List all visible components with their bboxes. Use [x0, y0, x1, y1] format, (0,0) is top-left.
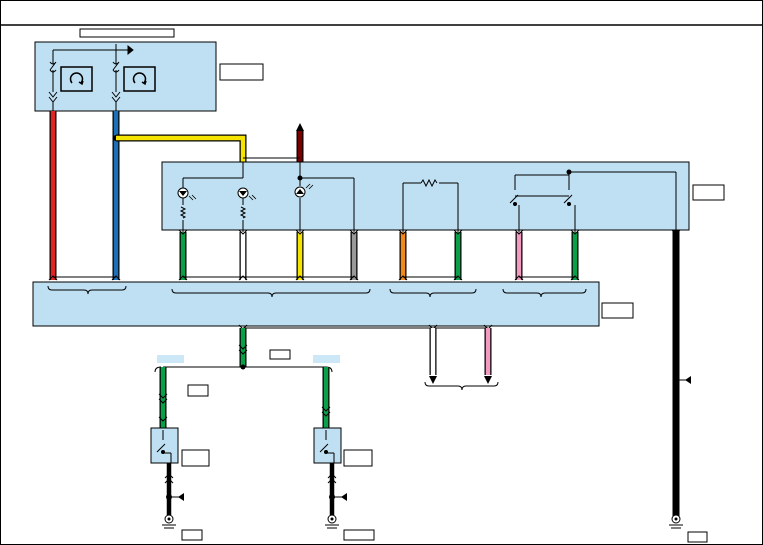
ground-icon: [162, 514, 176, 529]
connector-braces: [47, 285, 587, 298]
cluster-id: [692, 184, 725, 201]
ground-chevrons: [164, 473, 337, 484]
output-brace: [424, 381, 499, 391]
connector-chevrons: [48, 229, 681, 281]
led-icon: [177, 187, 197, 201]
down-arrow-icon: [429, 376, 437, 384]
wire-yellow-outline: [116, 134, 247, 162]
switch-right: [313, 427, 342, 464]
switch-left: [150, 427, 179, 464]
junction-module: [32, 281, 600, 327]
fuse-box-label: [79, 28, 175, 38]
ground-left-id: [181, 529, 203, 541]
fuse-box-internals: [48, 44, 134, 111]
fuse-icon: [60, 66, 93, 92]
wire-yellow: [116, 135, 246, 162]
cluster-module: [161, 161, 690, 231]
ground-icon: [325, 514, 339, 529]
switch-node: [567, 202, 571, 206]
cluster-node: [297, 175, 303, 181]
ground-icon: [669, 514, 683, 529]
switch-left-id: [181, 449, 210, 467]
cluster-internals: [179, 162, 677, 232]
led-icon: [237, 187, 257, 201]
led-icon: [294, 183, 314, 198]
splice-chevrons: [238, 344, 248, 355]
right-chevrons: [321, 406, 331, 417]
fuse-icon: [123, 66, 156, 92]
ground-mid-id: [343, 529, 375, 541]
fuse-box-id: [219, 63, 264, 81]
right-switch-tag: [313, 355, 340, 363]
cluster-node: [566, 169, 572, 175]
splice-id: [269, 349, 291, 360]
left-chevrons: [158, 393, 168, 422]
switch-right-id: [343, 449, 373, 467]
small-left-id: [187, 384, 209, 397]
cluster-output-wires: [179, 230, 680, 518]
switch-node: [513, 202, 517, 206]
left-switch-tag: [157, 355, 184, 363]
connector-id: [601, 302, 634, 319]
up-arrow-icon: [296, 123, 304, 131]
down-arrow-icon: [484, 376, 492, 384]
ground-right-id: [687, 531, 708, 543]
